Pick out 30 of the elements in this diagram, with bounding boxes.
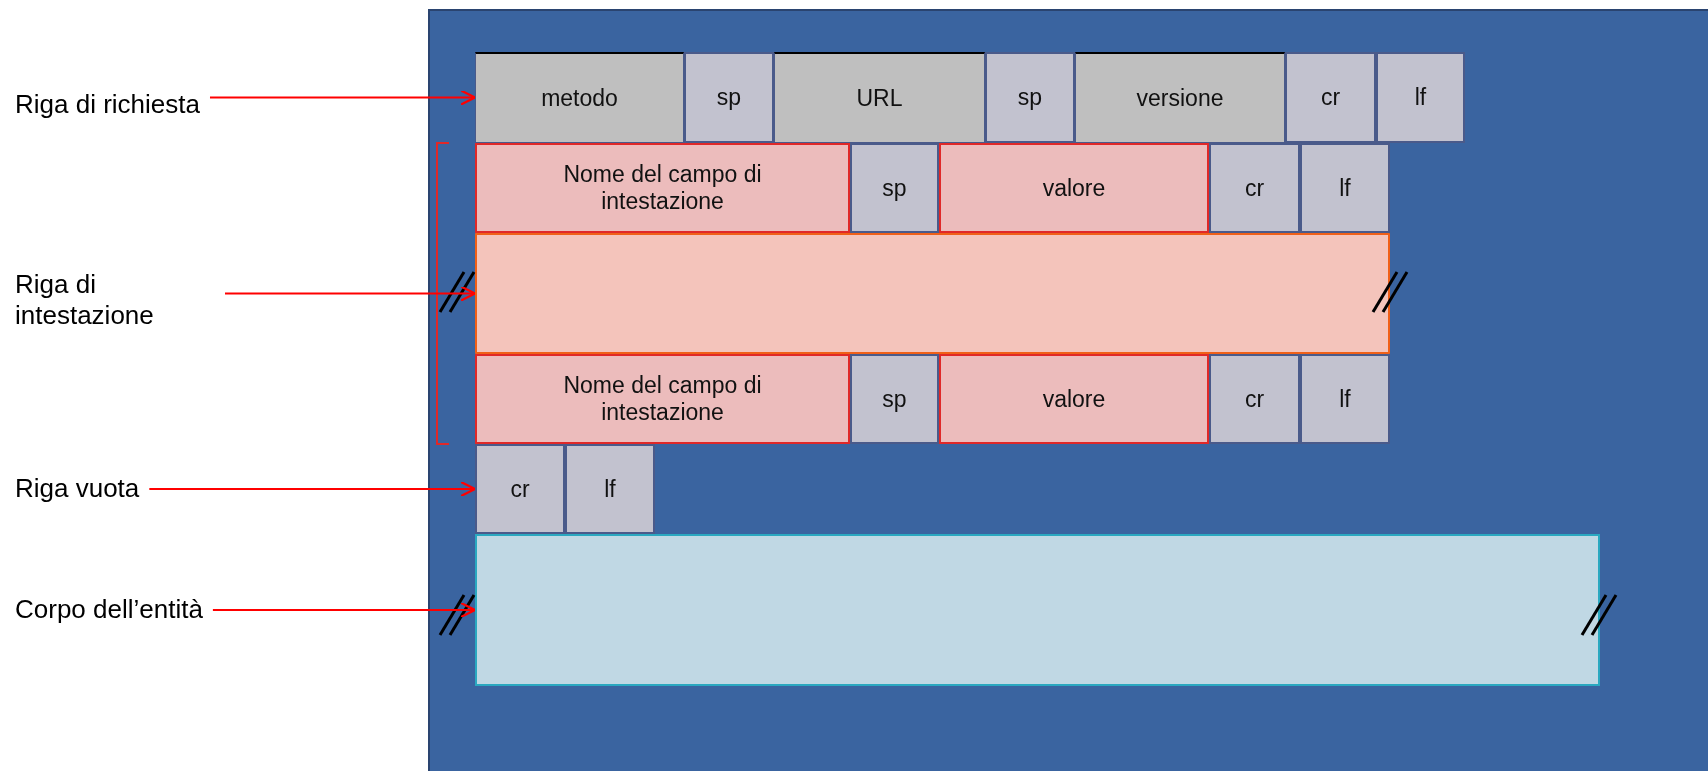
arrow [211,601,477,619]
row-label: Riga di intestazione [15,262,215,338]
field-cell: cr [1209,354,1300,444]
field-cell: cr [475,444,565,534]
field-cell: sp [684,52,774,143]
field-cell: lf [1376,52,1465,143]
field-cell: URL [774,52,985,143]
entity-body-box [475,534,1600,686]
arrow [148,480,477,498]
background-panel [428,9,1708,771]
field-cell: lf [1300,143,1390,233]
field-cell: sp [850,354,939,444]
field-cell: Nome del campo di intestazione [475,354,850,444]
field-cell: metodo [475,52,684,143]
row-label: Riga vuota [15,464,140,514]
field-cell: sp [985,52,1075,143]
field-cell: cr [1209,143,1300,233]
field-cell: valore [939,143,1209,233]
arrow [224,285,477,302]
field-cell: versione [1075,52,1285,143]
arrow [209,89,477,106]
header-lines-band [475,233,1390,354]
row-label: Corpo dell’entità [15,585,203,635]
row-label: Riga di richiesta [15,80,200,130]
field-cell: sp [850,143,939,233]
field-cell: Nome del campo di intestazione [475,143,850,233]
field-cell: lf [1300,354,1390,444]
field-cell: cr [1285,52,1376,143]
field-cell: lf [565,444,655,534]
field-cell: valore [939,354,1209,444]
